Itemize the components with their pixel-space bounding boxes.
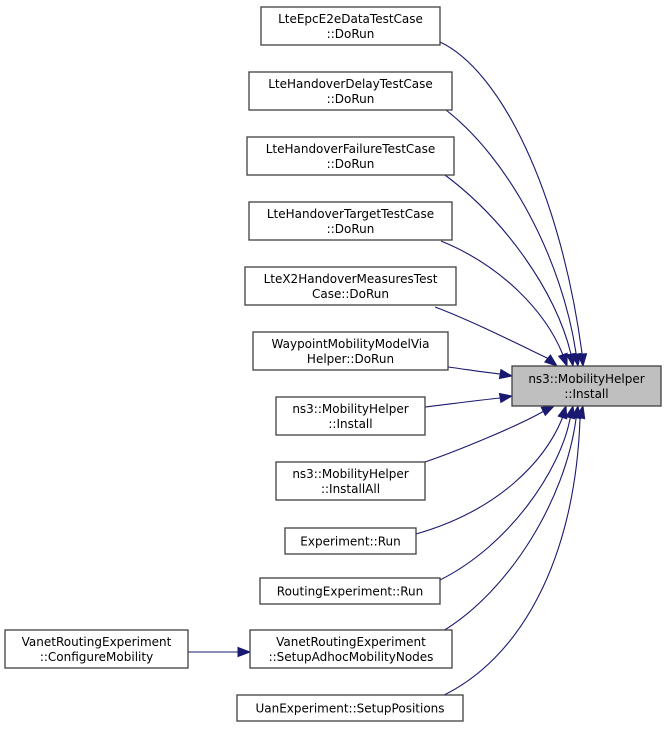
node-box: [275, 461, 426, 501]
edge-n10-to-target: [439, 404, 576, 581]
node-label: ::DoRun: [327, 222, 375, 236]
arrowhead-icon: [498, 368, 514, 380]
edge-line: [424, 395, 513, 408]
edge-n3-to-target: [444, 174, 577, 368]
caller-node[interactable]: LteHandoverTargetTestCase::DoRun: [248, 201, 453, 241]
node-label: LteHandoverDelayTestCase: [268, 77, 433, 91]
node-box: [260, 6, 441, 46]
node-box: [236, 694, 464, 722]
arrowhead-icon: [543, 354, 559, 367]
node-box: [4, 629, 189, 669]
arrowhead-icon: [557, 352, 568, 368]
caller-node[interactable]: UanExperiment::SetupPositions: [236, 694, 464, 722]
edge-n5-to-target: [434, 306, 559, 367]
node-label: LteX2HandoverMeasuresTest: [264, 272, 438, 286]
target-node[interactable]: ns3::MobilityHelper::Install: [511, 365, 662, 407]
edge-n11-to-target: [442, 404, 582, 632]
node-box: [248, 201, 453, 241]
node-label: Experiment::Run: [300, 535, 400, 549]
caller-node[interactable]: LteEpcE2eDataTestCase::DoRun: [260, 6, 441, 46]
edge-line: [440, 240, 568, 367]
caller-node[interactable]: LteHandoverFailureTestCase::DoRun: [246, 136, 455, 176]
node-box: [249, 629, 453, 669]
caller-node[interactable]: VanetRoutingExperiment::SetupAdhocMobili…: [249, 629, 453, 669]
edge-n8-to-target: [424, 405, 556, 463]
node-label: ::DoRun: [327, 27, 375, 41]
edge-line: [415, 405, 567, 535]
caller-node[interactable]: LteHandoverDelayTestCase::DoRun: [248, 71, 453, 111]
edge-line: [439, 41, 584, 367]
edge-n13-to-n11: [188, 646, 252, 658]
edge-line: [439, 405, 584, 698]
node-label: Case::DoRun: [312, 287, 389, 301]
edge-n9-to-target: [415, 404, 568, 535]
node-label: LteEpcE2eDataTestCase: [278, 12, 423, 26]
node-box: [246, 136, 455, 176]
node-label: ns3::MobilityHelper: [292, 402, 408, 416]
arrowhead-icon: [575, 404, 586, 420]
arrowhead-icon: [557, 404, 568, 420]
arrowhead-icon: [565, 352, 577, 368]
node-label: RoutingExperiment::Run: [277, 585, 423, 599]
node-label: ns3::MobilityHelper: [528, 372, 644, 386]
edge-n6-to-target: [447, 366, 514, 380]
edge-line: [424, 405, 555, 463]
node-label: ::SetupAdhocMobilityNodes: [269, 650, 434, 664]
arrowhead-icon: [498, 392, 514, 404]
edge-line: [439, 405, 574, 581]
node-label: VanetRoutingExperiment: [22, 635, 172, 649]
node-box: [275, 396, 426, 436]
edge-line: [434, 306, 558, 367]
caller-node[interactable]: ns3::MobilityHelper::Install: [275, 396, 426, 436]
node-box: [248, 71, 453, 111]
caller-node[interactable]: VanetRoutingExperiment::ConfigureMobilit…: [4, 629, 189, 669]
edge-n1-to-target: [439, 41, 588, 368]
node-label: ::InstallAll: [321, 482, 380, 496]
arrowhead-icon: [237, 646, 252, 658]
node-label: ::Install: [328, 417, 372, 431]
edge-n7-to-target: [424, 392, 514, 408]
node-label: Helper::DoRun: [307, 352, 394, 366]
node-label: WaypointMobilityModelVia: [272, 337, 430, 351]
node-box: [511, 365, 662, 407]
node-label: VanetRoutingExperiment: [276, 635, 426, 649]
caller-node[interactable]: RoutingExperiment::Run: [259, 577, 441, 605]
node-box: [284, 527, 417, 555]
node-box: [259, 577, 441, 605]
node-label: ::DoRun: [327, 92, 375, 106]
edge-n2-to-target: [445, 109, 582, 368]
caller-node[interactable]: Experiment::Run: [284, 527, 417, 555]
node-label: ::ConfigureMobility: [40, 650, 153, 664]
edge-line: [445, 109, 579, 367]
edge-n12-to-target: [439, 404, 586, 698]
node-box: [252, 331, 449, 371]
node-label: ::DoRun: [327, 157, 375, 171]
edge-line: [442, 405, 579, 632]
node-box: [244, 266, 457, 306]
node-label: UanExperiment::SetupPositions: [255, 702, 444, 716]
node-label: ns3::MobilityHelper: [292, 467, 408, 481]
node-label: LteHandoverFailureTestCase: [266, 142, 436, 156]
node-label: ::Install: [564, 387, 608, 401]
node-label: LteHandoverTargetTestCase: [267, 207, 434, 221]
arrowhead-icon: [540, 405, 556, 417]
edge-line: [444, 174, 574, 367]
caller-node[interactable]: ns3::MobilityHelper::InstallAll: [275, 461, 426, 501]
edge-n4-to-target: [440, 240, 568, 368]
